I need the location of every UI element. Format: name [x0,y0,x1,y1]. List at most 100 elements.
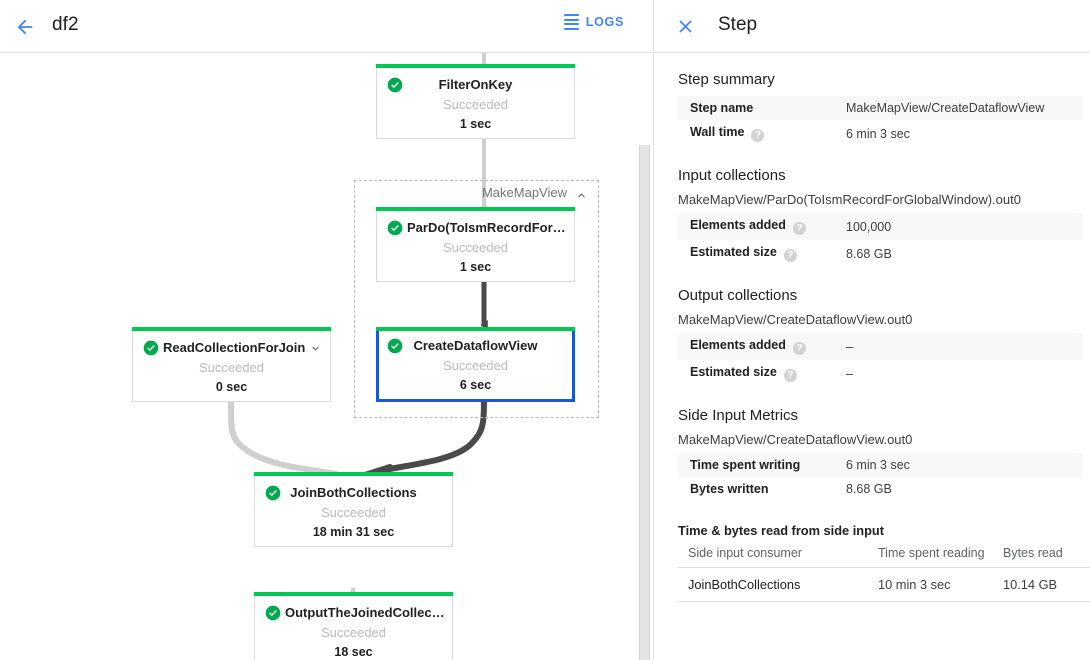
help-icon[interactable]: ? [792,222,806,235]
table-row: Wall time? 6 min 3 sec [678,120,1083,147]
job-graph-pane: df2 LOGS [0,0,652,660]
node-status: Succeeded [442,97,509,112]
node-time: 18 min 31 sec [312,525,395,539]
row-value: 6 min 3 sec [846,458,910,472]
row-value: MakeMapView/CreateDataflowView [846,101,1045,115]
chevron-down-icon[interactable] [309,342,321,354]
row-value: – [846,339,853,354]
check-circle-icon [265,485,281,501]
help-icon[interactable]: ? [751,129,765,142]
side-input-metrics-heading: Side Input Metrics [678,407,799,424]
column-header-bytes-read: Bytes read [993,540,1090,568]
side-input-collection-name: MakeMapView/CreateDataflowView.out0 [678,432,913,447]
step-summary-heading: Step summary [678,71,775,88]
side-input-read-table-title: Time & bytes read from side input [678,523,884,538]
row-key: Estimated size [690,245,777,259]
graph-node-outputthejoinedcollec[interactable]: OutputTheJoinedCollec… Succeeded 18 sec [254,592,453,660]
table-row: Step name MakeMapView/CreateDataflowView [678,96,1083,120]
graph-node-createdataflowview[interactable]: CreateDataflowView Succeeded 6 sec [376,327,575,402]
output-collection-name: MakeMapView/CreateDataflowView.out0 [678,312,913,327]
step-panel-title: Step [718,14,758,35]
node-status-bar [254,592,453,596]
node-title: ReadCollectionForJoin [163,340,306,355]
output-collections-table: Elements added? – Estimated size? – [678,333,1083,387]
graph-node-joinbothcollections[interactable]: JoinBothCollections Succeeded 18 min 31 … [254,472,453,547]
input-collections-heading: Input collections [678,167,786,184]
cell-bytes-read: 10.14 GB [993,567,1090,602]
node-status-bar [376,64,575,68]
table-row: Elements added? 100,000 [678,213,1083,240]
row-value: 100,000 [846,219,892,234]
row-key: Elements added [690,218,786,232]
node-title: CreateDataflowView [413,338,538,353]
node-status-bar [254,472,453,476]
row-key: Elements added [690,338,786,352]
table-row: Bytes written 8.68 GB [678,477,1083,501]
row-value: 8.68 GB [846,482,892,496]
side-input-metrics-table: Time spent writing 6 min 3 sec Bytes wri… [678,453,1083,501]
output-collections-heading: Output collections [678,287,798,304]
chevron-up-icon[interactable] [575,189,588,202]
side-input-read-table: Side input consumer Time spent reading B… [678,540,1090,602]
table-row: Estimated size? 8.68 GB [678,240,1083,267]
check-circle-icon [387,338,403,354]
graph-node-filteronkey[interactable]: FilterOnKey Succeeded 1 sec [376,64,575,139]
node-title: JoinBothCollections [290,485,417,500]
step-panel-body: Step summary Step name MakeMapView/Creat… [654,53,1090,660]
row-key: Wall time [690,125,745,139]
step-panel-header: Step [654,0,1090,53]
node-status: Succeeded [442,358,509,373]
check-circle-icon [387,220,403,236]
step-details-panel: Step Step summary Step name MakeMapView/… [653,0,1090,660]
check-circle-icon [265,605,281,621]
row-key: Step name [690,101,754,115]
table-header-row: Side input consumer Time spent reading B… [678,540,1090,568]
logs-button[interactable]: LOGS [563,14,624,30]
logs-button-label: LOGS [585,14,624,29]
arrow-left-icon[interactable] [8,10,42,44]
graph-canvas[interactable]: MakeMapView FilterOnKey Succeeded [0,53,652,660]
help-icon[interactable]: ? [783,249,797,262]
graph-edges [228,53,488,627]
cell-time-spent-reading: 10 min 3 sec [868,567,993,602]
close-icon[interactable] [670,11,700,41]
row-value: 8.68 GB [846,246,892,261]
graph-vertical-scrollbar[interactable] [639,145,650,660]
row-key: Bytes written [690,482,769,496]
node-time: 18 sec [334,645,373,659]
node-title: ParDo(ToIsmRecordFor… [407,220,566,235]
table-row: Estimated size? – [678,360,1083,387]
node-time: 6 sec [459,378,492,392]
node-status-bar [376,327,575,331]
group-label: MakeMapView [481,185,567,200]
node-status-bar [132,327,331,331]
node-status: Succeeded [320,625,387,640]
node-time: 0 sec [215,380,248,394]
list-icon [563,14,579,30]
check-circle-icon [387,77,403,93]
group-makemapview[interactable]: MakeMapView [354,180,599,418]
table-row: JoinBothCollections 10 min 3 sec 10.14 G… [678,567,1090,602]
node-status: Succeeded [198,360,265,375]
node-status-bar [376,207,575,211]
node-status: Succeeded [442,240,509,255]
check-circle-icon [143,340,159,356]
graph-node-pardo-toismrecordfor[interactable]: ParDo(ToIsmRecordFor… Succeeded 1 sec [376,207,575,282]
page-title: df2 [52,14,79,35]
input-collection-name: MakeMapView/ParDo(ToIsmRecordForGlobalWi… [678,192,1021,207]
row-key: Time spent writing [690,458,801,472]
cell-side-input-consumer: JoinBothCollections [678,567,868,602]
help-icon[interactable]: ? [783,369,797,382]
node-title: OutputTheJoinedCollec… [285,605,445,620]
node-status: Succeeded [320,505,387,520]
graph-node-readcollectionforjoin[interactable]: ReadCollectionForJoin Succeeded 0 sec [132,327,331,402]
node-title: FilterOnKey [438,77,513,92]
top-toolbar: df2 LOGS [0,0,652,53]
row-value: – [846,366,853,381]
node-time: 1 sec [459,260,492,274]
help-icon[interactable]: ? [792,342,806,355]
step-summary-table: Step name MakeMapView/CreateDataflowView… [678,96,1083,147]
column-header-time-spent-reading: Time spent reading [868,540,993,568]
input-collections-table: Elements added? 100,000 Estimated size? … [678,213,1083,267]
